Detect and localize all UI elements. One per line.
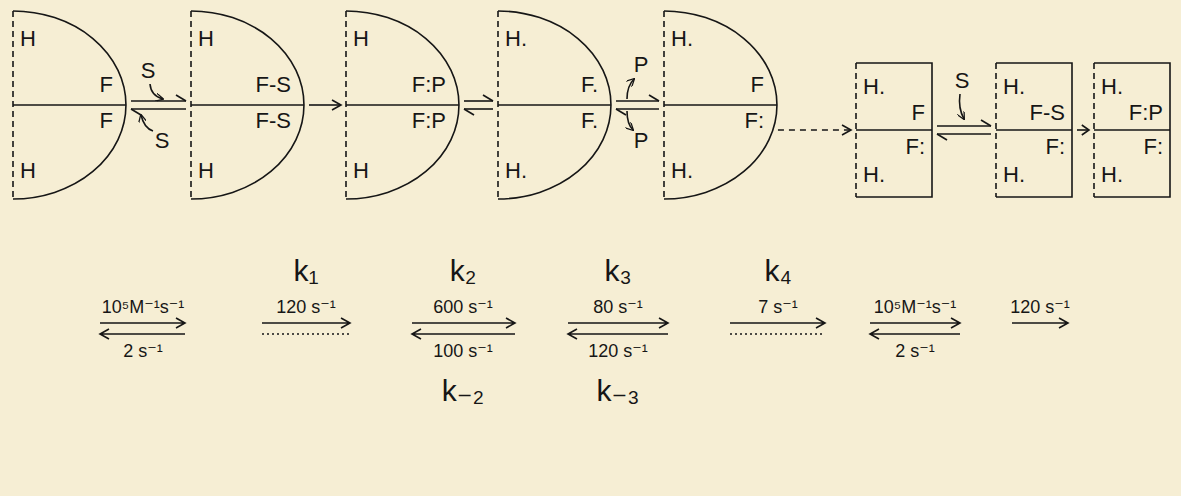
subunit-label: F:P [412,110,446,132]
reaction-arrow [131,95,186,115]
rate-value: 120 s⁻¹ [276,298,336,316]
subunit-label: F-S [1030,102,1065,124]
subunit-label: H. [1101,76,1123,98]
product-label: P [634,54,649,76]
enzyme-state-half-disc: H FF H [12,10,127,200]
enzyme-state-box: H.F-SF:H. [995,62,1073,198]
reaction-arrow [1077,125,1089,135]
subunit-label: H. [863,76,885,98]
subunit-label: H [353,160,369,182]
rate-constant: k₋₃ [596,376,639,406]
subunit-label: F [912,102,925,124]
subunit-label: H. [1101,164,1123,186]
enzyme-state-half-disc: H F-S F-S H [190,10,305,200]
subunit-label: F: [1045,136,1065,158]
subunit-label: H. [505,28,527,50]
substrate-label: S [141,60,156,82]
subunit-label: F: [905,136,925,158]
rate-value: 120 s⁻¹ [1010,298,1070,316]
rate-constant: k₄ [764,256,791,286]
reaction-arrow [937,120,991,140]
subunit-label: F-S [256,74,291,96]
enzyme-state-half-disc: H. F. F. H. [497,10,612,200]
rate-value: 2 s⁻¹ [123,342,163,360]
enzyme-state-box: H. F F: H. [855,62,933,198]
rate-value: 600 s⁻¹ [433,298,493,316]
reaction-arrow [309,100,341,110]
subunit-label: H [353,28,369,50]
rate-value: 10⁵M⁻¹s⁻¹ [874,298,956,316]
subunit-label: F:P [1129,102,1163,124]
rate-value: 7 s⁻¹ [758,298,798,316]
rate-value: 10⁵M⁻¹s⁻¹ [102,298,184,316]
subunit-label: H. [1003,76,1025,98]
subunit-label: F-S [256,110,291,132]
subunit-label: F. [581,74,598,96]
subunit-label: F:P [412,74,446,96]
subunit-label: F [100,110,113,132]
subunit-label: H [20,28,36,50]
reaction-arrow [778,125,851,135]
subunit-label: F: [744,110,764,132]
rate-value: 120 s⁻¹ [588,342,648,360]
reaction-arrow [616,95,659,115]
subunit-label: H [198,28,214,50]
rate-constant: k₁ [293,256,318,286]
enzyme-state-half-disc: H F:P F:P H [345,10,460,200]
substrate-label: S [955,70,970,92]
rate-value: 80 s⁻¹ [593,298,643,316]
subunit-label: H [198,160,214,182]
subunit-label: F [100,74,113,96]
subunit-label: H. [671,28,693,50]
reaction-arrow [464,95,493,115]
rate-constant: k₋₂ [442,376,484,406]
subunit-label: F [751,74,764,96]
rate-constant: k₃ [604,256,631,286]
subunit-label: H. [1003,164,1025,186]
subunit-label: H [20,160,36,182]
subunit-label: H. [863,164,885,186]
rate-value: 100 s⁻¹ [433,342,493,360]
substrate-label: S [155,130,170,152]
rate-value: 2 s⁻¹ [895,342,935,360]
subunit-label: F. [581,110,598,132]
subunit-label: H. [671,160,693,182]
enzyme-state-half-disc: H. F F: H. [663,10,778,200]
subunit-label: F: [1143,136,1163,158]
rate-constant: k₂ [450,256,477,286]
subunit-label: H. [505,160,527,182]
product-label: P [634,130,649,152]
enzyme-state-box: H. F:P F: H. [1093,62,1171,198]
